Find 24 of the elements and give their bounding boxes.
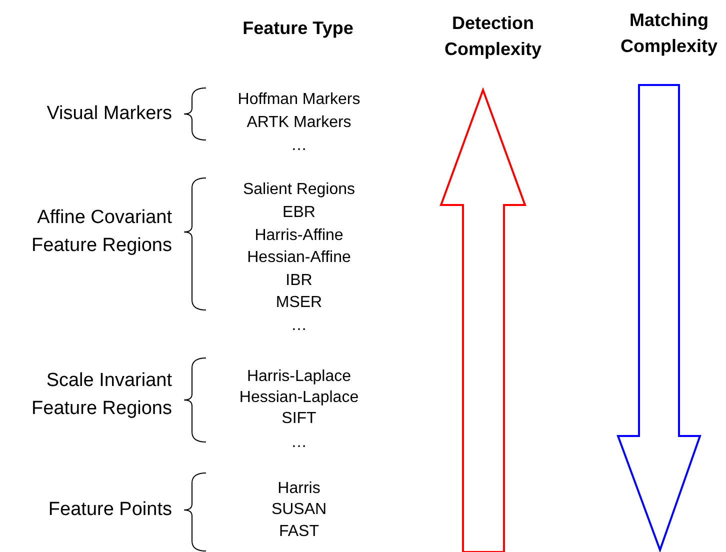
method-label: SIFT <box>282 409 316 429</box>
category-label: Feature Points <box>47 498 172 522</box>
method-label: IBR <box>286 271 312 291</box>
method-label: Hessian-Laplace <box>239 388 359 408</box>
method-label: Salient Regions <box>242 180 356 200</box>
method-label: FAST <box>279 522 319 542</box>
method-label: MSER <box>276 293 322 313</box>
method-label: Harris <box>278 479 320 499</box>
method-label: Harris-Affine <box>254 226 344 246</box>
method-label: ARTK Markers <box>246 113 352 133</box>
method-label: SUSAN <box>271 500 327 520</box>
category-label: Scale Invariant Feature Regions <box>30 369 172 421</box>
category-label: Affine Covariant Feature Regions <box>30 206 172 258</box>
method-label: Hessian-Affine <box>247 248 351 268</box>
method-label: EBR <box>282 203 316 223</box>
column-heading: Matching Complexity <box>619 9 719 58</box>
method-label: … <box>291 316 307 336</box>
category-label: Visual Markers <box>46 102 172 126</box>
method-label: … <box>291 136 307 156</box>
column-heading: Detection Complexity <box>443 12 543 61</box>
method-label: Harris-Laplace <box>246 367 352 387</box>
column-heading: Feature Type <box>242 17 354 40</box>
method-label: … <box>291 433 307 453</box>
method-label: Hoffman Markers <box>238 90 360 110</box>
